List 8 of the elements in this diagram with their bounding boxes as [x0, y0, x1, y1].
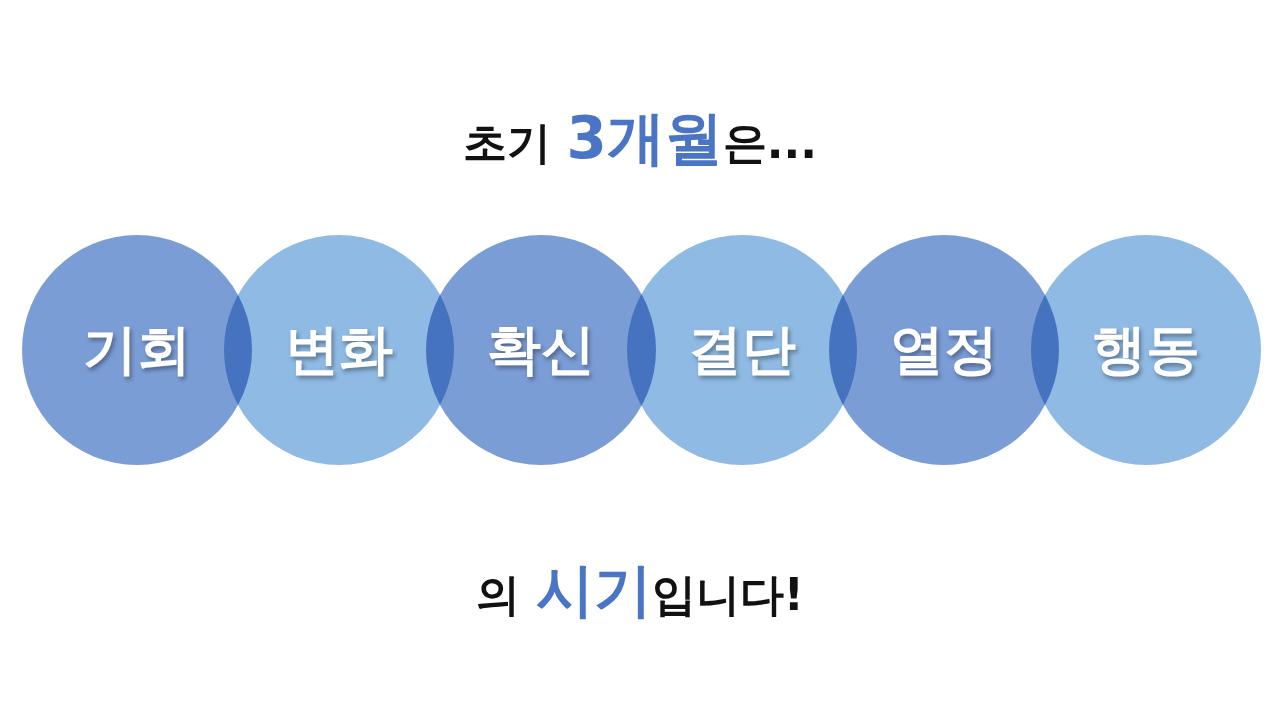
circle-label: 변화	[285, 316, 393, 383]
circle-label: 확신	[487, 316, 595, 383]
caption: 의 시기입니다!	[476, 555, 804, 626]
circle-label: 결단	[688, 316, 796, 383]
circle-label: 기회	[83, 316, 191, 383]
circle-label: 열정	[890, 316, 998, 383]
circle-label: 행동	[1092, 316, 1200, 383]
title: 초기 3개월은...	[463, 103, 817, 174]
